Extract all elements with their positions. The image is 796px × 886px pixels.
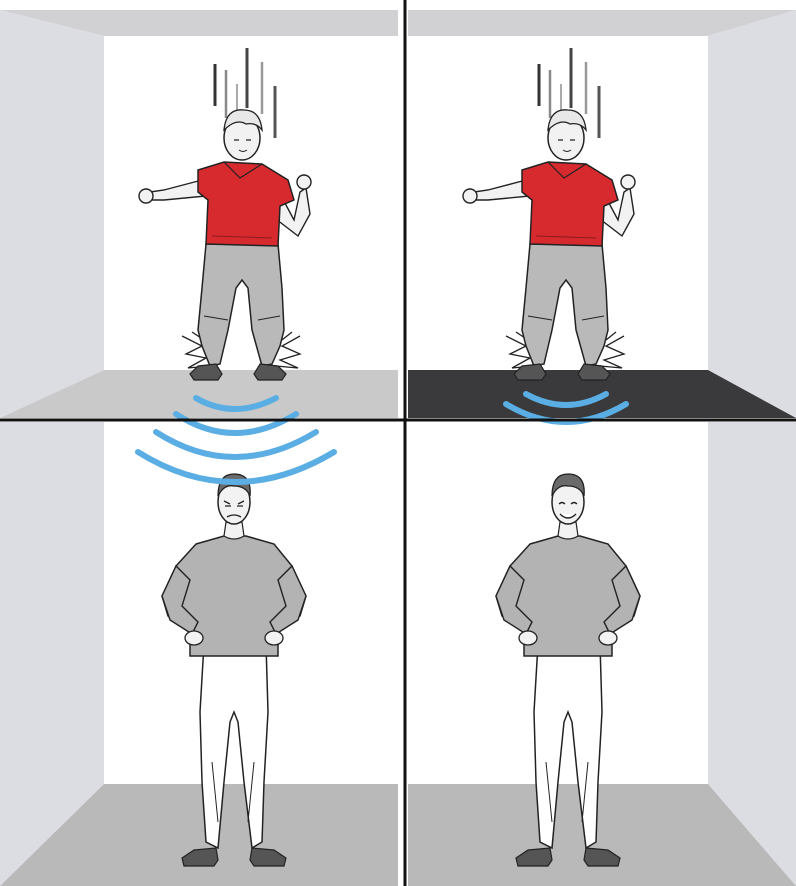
sound-insulation-diagram	[0, 0, 796, 886]
